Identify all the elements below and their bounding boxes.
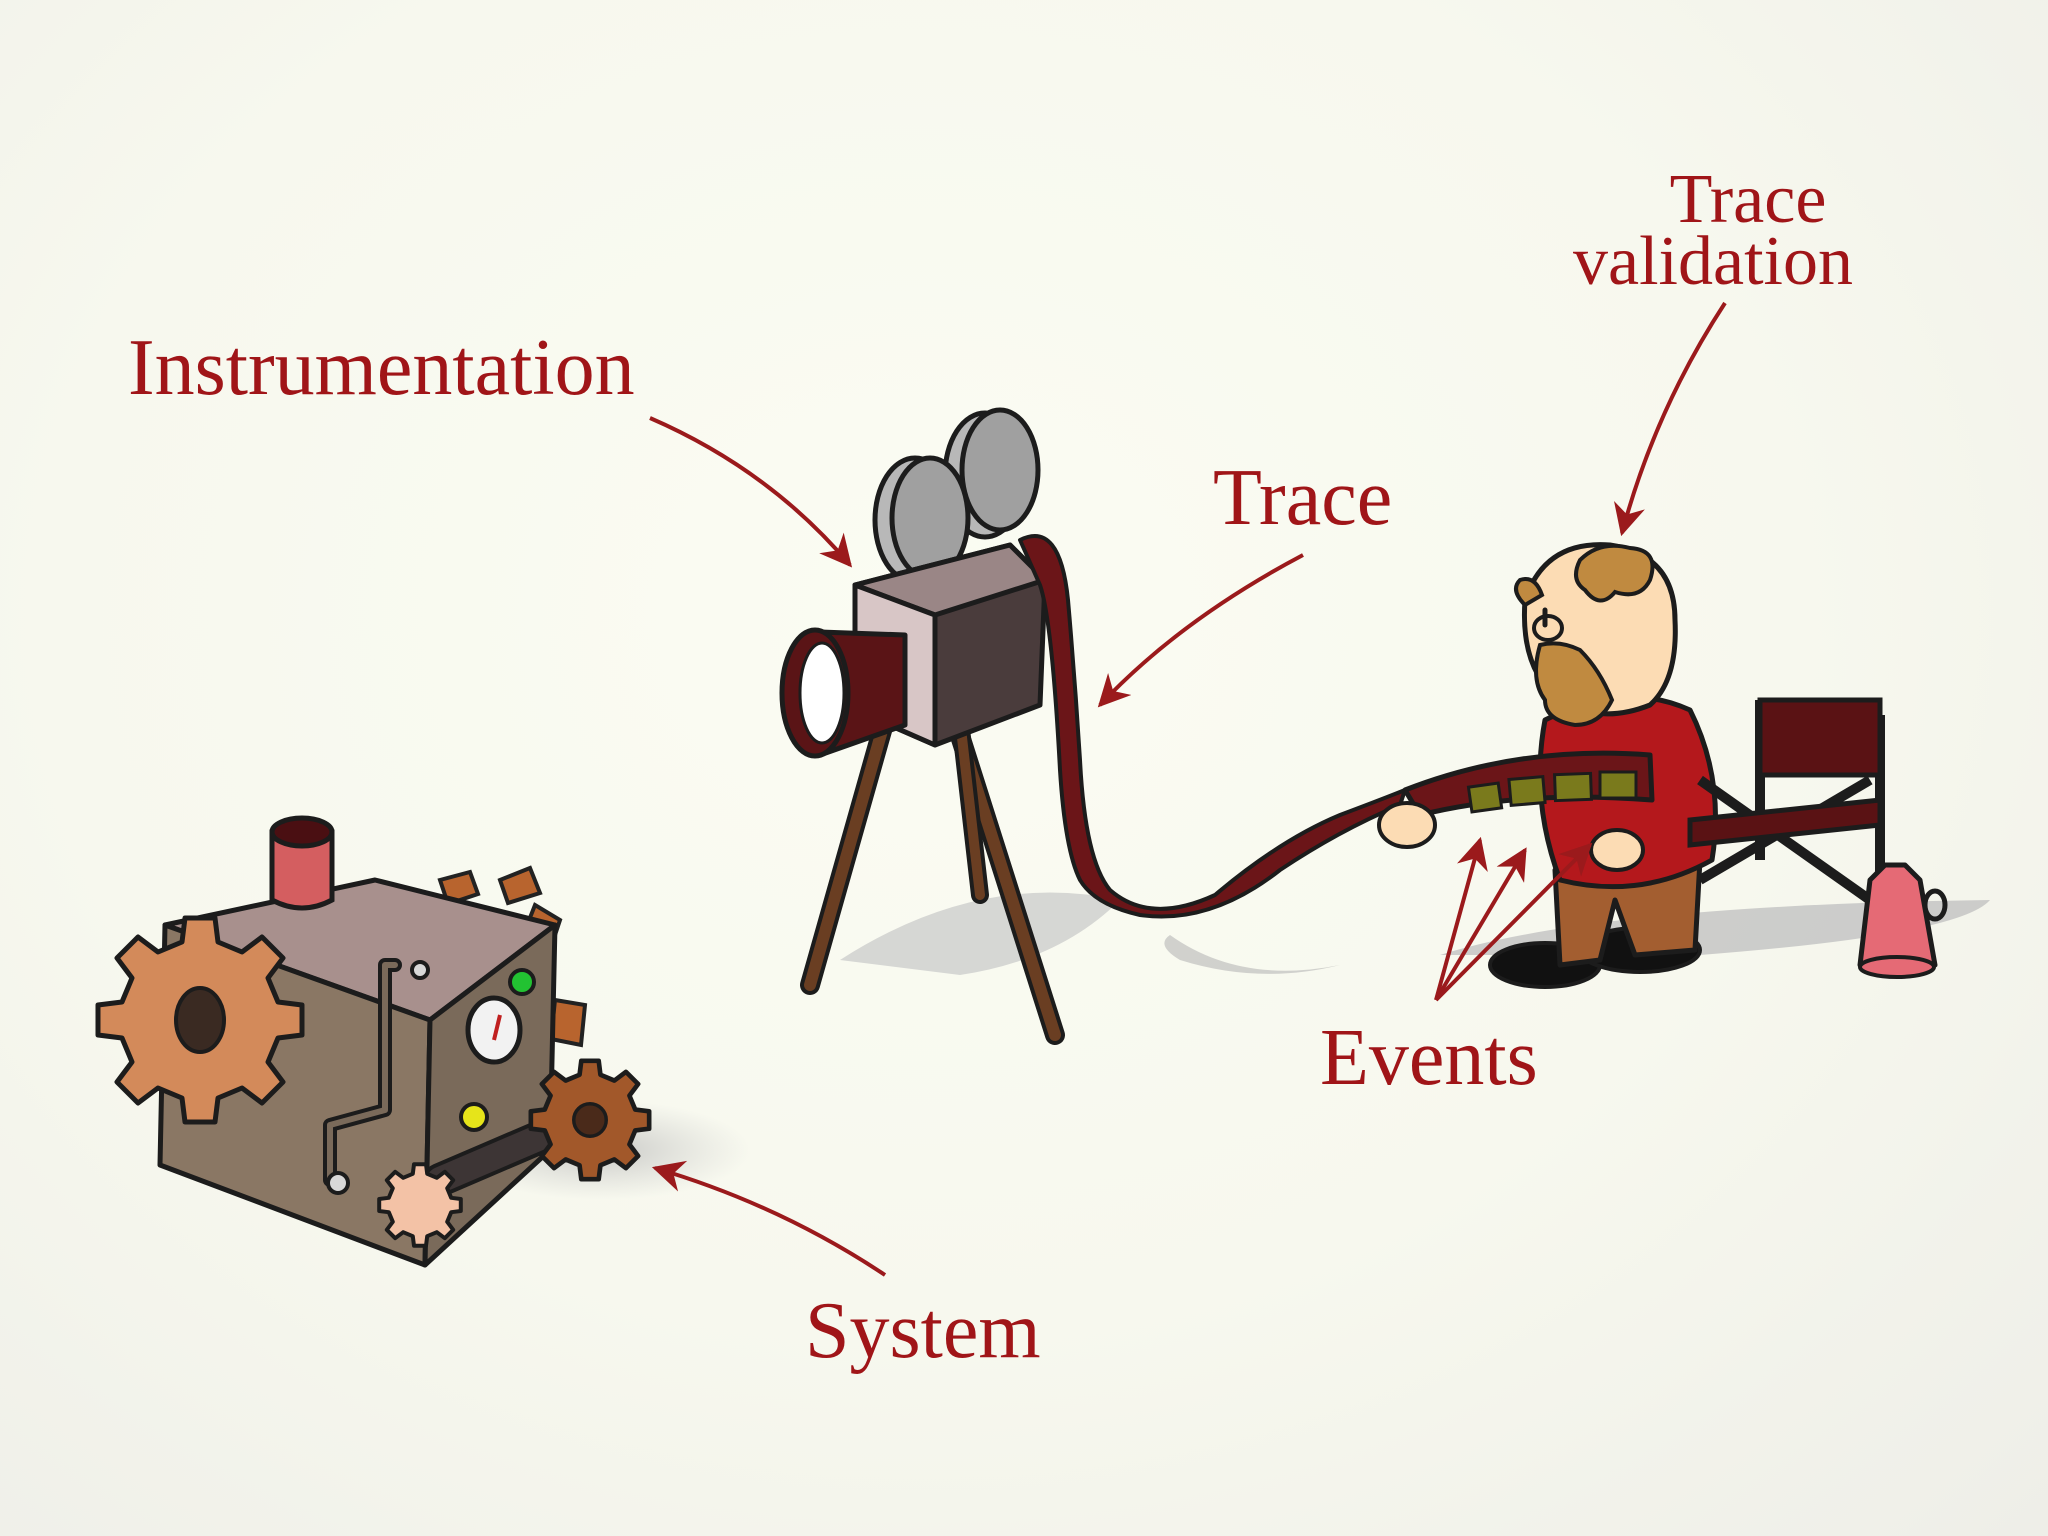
trace-validation-arrow [1614, 301, 1727, 537]
trace-label: Trace [1213, 454, 1392, 542]
tripod-icon [800, 710, 1065, 1045]
events-label: Events [1320, 1014, 1538, 1102]
instrumentation-label: Instrumentation [128, 324, 635, 412]
system-arrow [651, 1160, 887, 1277]
system-label: System [805, 1287, 1041, 1375]
film-strip-icon [1018, 534, 1407, 919]
events-arrows [1434, 836, 1593, 1002]
director-chair-icon [1687, 697, 1885, 905]
megaphone-icon [1857, 862, 1948, 979]
instrumentation-arrow [649, 416, 853, 568]
film-camera-icon [779, 407, 1407, 1045]
trace-validation-label-line2: validation [1573, 223, 1853, 300]
trace-arrow [1097, 553, 1304, 708]
steam-machine-icon [95, 815, 750, 1268]
bearded-man-icon [1377, 542, 1990, 989]
trace-validation-label-line1: Trace [1670, 161, 1827, 238]
